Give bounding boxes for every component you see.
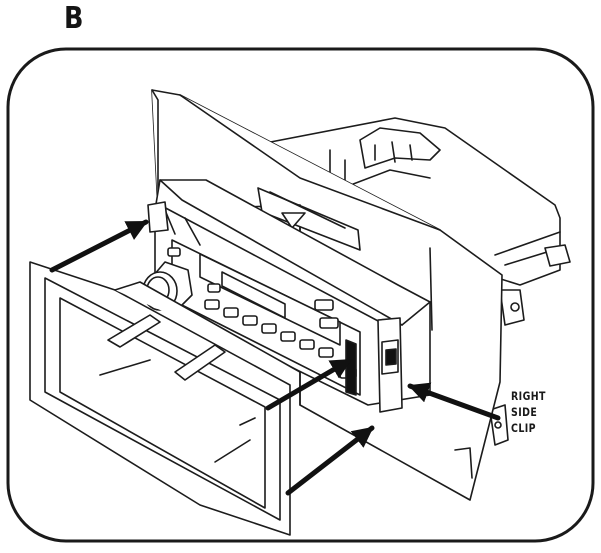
arrow-icon [49,219,149,273]
step-letter: B [64,1,84,36]
radio-receiver [147,179,431,413]
callout-line: SIDE [511,405,538,419]
right-side-clip-callout: RIGHT SIDE CLIP [511,388,560,436]
figure-frame [6,47,595,543]
callout-line: CLIP [511,421,536,435]
arrow-icon [265,357,353,411]
arrow-icon [285,425,375,496]
callout-line: RIGHT [511,389,546,403]
trim-ring [29,261,301,536]
arrow-icon [407,382,501,421]
arrows [49,219,501,496]
